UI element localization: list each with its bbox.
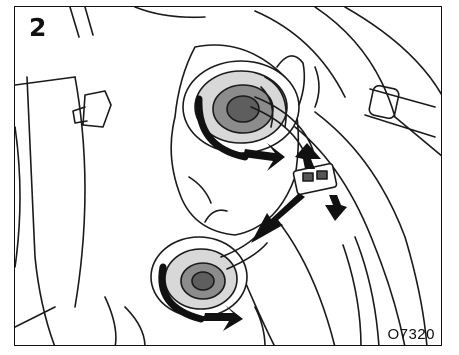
wiring-harness [295,85,435,346]
illustration-frame: 2 O7320 [14,6,442,346]
bulb-socket-removal-illustration [15,7,442,346]
pull-out-arrow [251,193,305,243]
step-number: 2 [29,13,46,42]
upper-bulb-socket [183,61,299,157]
figure-code: O7320 [387,326,435,343]
press-tab-arrow-bottom [325,195,347,221]
lower-bulb-socket [151,233,267,319]
